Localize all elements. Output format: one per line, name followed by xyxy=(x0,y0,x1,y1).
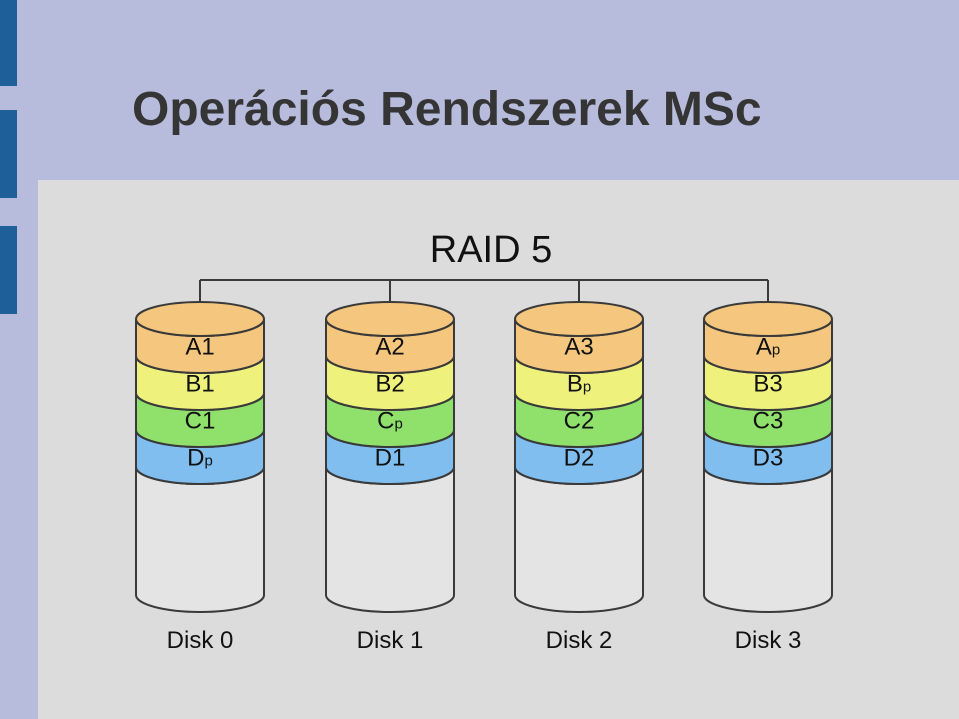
disk-label: Disk 2 xyxy=(546,627,613,654)
block-label: D2 xyxy=(564,445,595,472)
block-label: B3 xyxy=(753,371,782,398)
block-label: D1 xyxy=(375,445,406,472)
block-label: Dp xyxy=(187,445,213,472)
disk-label: Disk 0 xyxy=(167,627,234,654)
block-label: Bp xyxy=(567,371,591,398)
disk-body xyxy=(325,466,455,613)
block-label: C2 xyxy=(564,408,595,435)
block-label: A2 xyxy=(375,334,404,361)
edge-bar-bottom xyxy=(0,226,17,314)
block-label: B2 xyxy=(375,371,404,398)
block-label: D3 xyxy=(753,445,784,472)
disk-body xyxy=(135,466,265,613)
disk-top xyxy=(325,301,455,337)
disk-body xyxy=(514,466,644,613)
block-label: B1 xyxy=(185,371,214,398)
block-label: Ap xyxy=(756,334,780,361)
disk-top xyxy=(135,301,265,337)
block-label: A1 xyxy=(185,334,214,361)
edge-bar-middle xyxy=(0,110,17,198)
disk-label: Disk 1 xyxy=(357,627,424,654)
block-label: A3 xyxy=(564,334,593,361)
block-label: C3 xyxy=(753,408,784,435)
diagram-title: RAID 5 xyxy=(430,229,552,271)
edge-bar-top xyxy=(0,0,17,86)
disk-top xyxy=(514,301,644,337)
disk-body xyxy=(703,466,833,613)
slide-title: Operációs Rendszerek MSc xyxy=(132,83,762,136)
block-label: Cp xyxy=(377,408,403,435)
disk-label: Disk 3 xyxy=(735,627,802,654)
block-label: C1 xyxy=(185,408,216,435)
disk-top xyxy=(703,301,833,337)
